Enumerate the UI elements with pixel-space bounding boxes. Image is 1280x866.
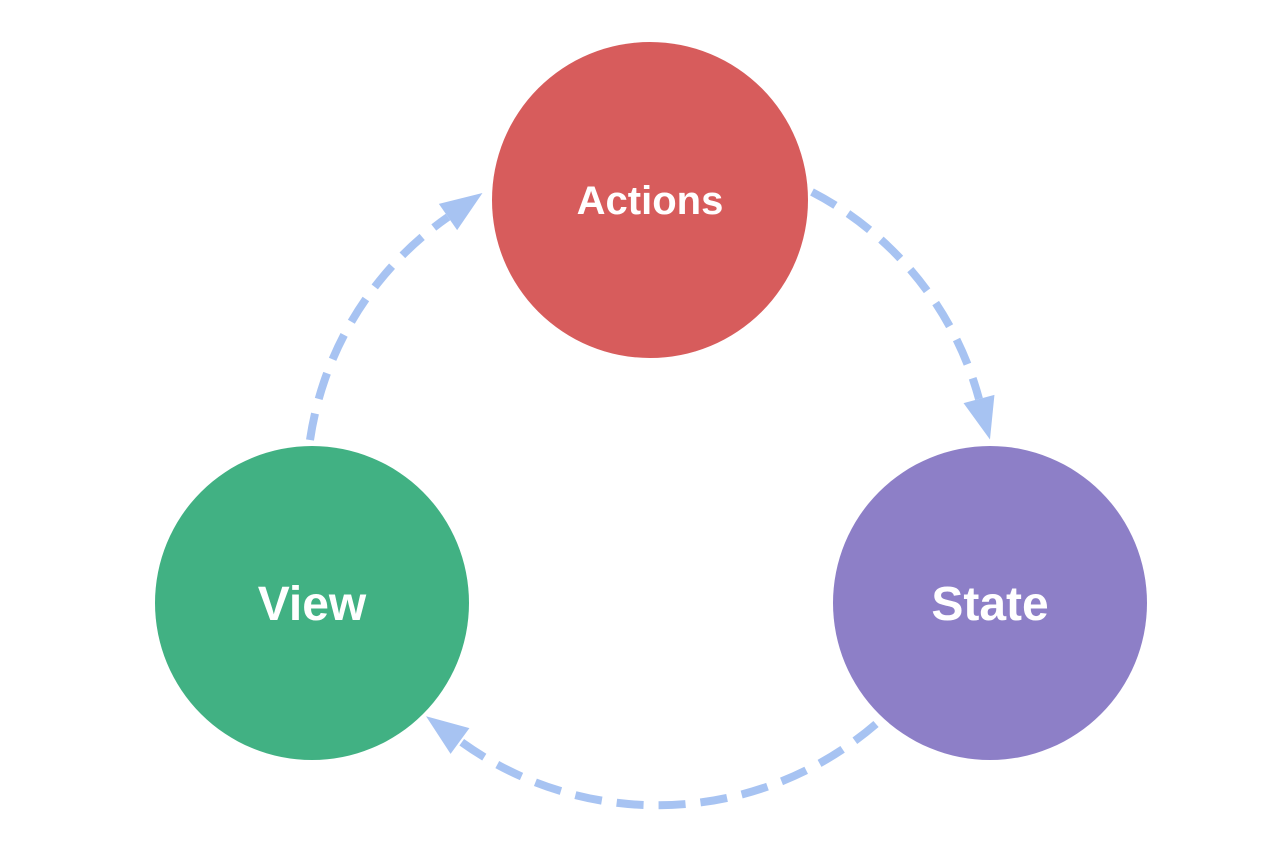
edge-state-to-view — [426, 716, 879, 810]
node-actions: Actions — [492, 42, 808, 358]
node-label-view: View — [258, 578, 367, 631]
node-view: View — [155, 446, 469, 760]
edge-view-to-actions — [306, 192, 483, 441]
node-circle-state — [833, 446, 1147, 760]
node-state: State — [833, 446, 1147, 760]
node-circle-view — [155, 446, 469, 760]
edge-actions-to-state — [810, 188, 995, 440]
node-circle-actions — [492, 42, 808, 358]
node-label-actions: Actions — [577, 179, 724, 223]
edges-layer — [306, 188, 995, 810]
node-label-state: State — [931, 578, 1048, 631]
